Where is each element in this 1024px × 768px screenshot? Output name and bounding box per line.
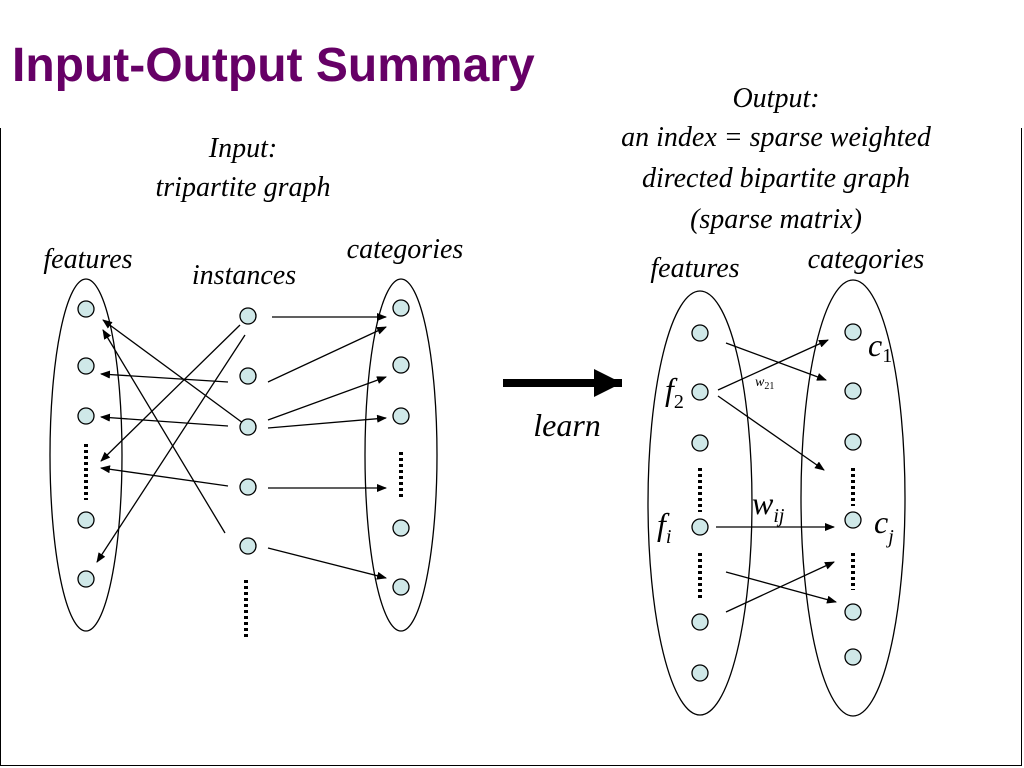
f2-label: f2 xyxy=(665,371,684,413)
input-edge xyxy=(102,319,248,427)
input-instances-label: instances xyxy=(192,260,296,291)
input-edge xyxy=(100,465,229,487)
learn-label: learn xyxy=(533,407,601,443)
input-category-node xyxy=(392,299,410,317)
input-features-label: features xyxy=(43,244,132,275)
output-feature-node xyxy=(691,613,709,631)
input-instance-node xyxy=(239,418,257,436)
input-category-node xyxy=(392,519,410,537)
input-instance-node xyxy=(239,478,257,496)
input-edge xyxy=(267,414,387,429)
input-edge xyxy=(102,329,226,534)
input-feature-node xyxy=(77,570,95,588)
slide-frame xyxy=(0,128,1022,766)
input-categories-group xyxy=(364,278,438,632)
input-instance-node xyxy=(239,537,257,555)
output-heading-line-2: an index = sparse weighted xyxy=(621,122,932,153)
input-feature-node xyxy=(77,300,95,318)
output-features-label: features xyxy=(650,253,739,284)
output-categories-group xyxy=(800,279,906,717)
output-category-node xyxy=(844,323,862,341)
input-feature-node xyxy=(77,357,95,375)
input-category-node xyxy=(392,356,410,374)
input-edge xyxy=(267,326,387,383)
output-edge xyxy=(717,395,825,471)
fi-label: fi xyxy=(657,506,671,548)
input-edge xyxy=(100,324,241,462)
output-feature-node xyxy=(691,518,709,536)
input-edge xyxy=(267,547,387,580)
output-feature-node xyxy=(691,383,709,401)
input-feature-node xyxy=(77,511,95,529)
output-category-node xyxy=(844,648,862,666)
output-heading-line-4: (sparse matrix) xyxy=(690,204,862,235)
input-edge xyxy=(96,334,246,563)
output-feature-node xyxy=(691,434,709,452)
w21-label: w21 xyxy=(755,375,774,392)
output-edge xyxy=(725,342,827,381)
output-category-node xyxy=(844,511,862,529)
output-category-node xyxy=(844,603,862,621)
cj-label: cj xyxy=(874,504,894,548)
output-heading-line-3: directed bipartite graph xyxy=(642,163,910,194)
output-edge xyxy=(725,571,837,604)
output-feature-node xyxy=(691,664,709,682)
output-edge xyxy=(717,339,829,391)
input-features-group xyxy=(49,278,123,632)
output-category-node xyxy=(844,433,862,451)
input-categories-label: categories xyxy=(347,234,464,265)
input-feature-node xyxy=(77,407,95,425)
input-heading-line-1: Input: xyxy=(208,133,277,164)
output-categories-label: categories xyxy=(808,244,925,275)
input-edge xyxy=(100,370,229,383)
input-instance-node xyxy=(239,307,257,325)
wij-label: wij xyxy=(752,485,785,527)
output-heading-line-1: Output: xyxy=(732,83,819,114)
c1-label: c1 xyxy=(868,327,892,367)
output-feature-node xyxy=(691,324,709,342)
input-category-node xyxy=(392,407,410,425)
slide-title: Input-Output Summary xyxy=(12,39,535,92)
output-category-node xyxy=(844,382,862,400)
input-instance-node xyxy=(239,367,257,385)
output-features-group xyxy=(647,290,753,716)
input-edge xyxy=(100,413,229,427)
input-category-node xyxy=(392,578,410,596)
input-edge xyxy=(267,376,387,421)
input-heading-line-2: tripartite graph xyxy=(155,172,330,203)
